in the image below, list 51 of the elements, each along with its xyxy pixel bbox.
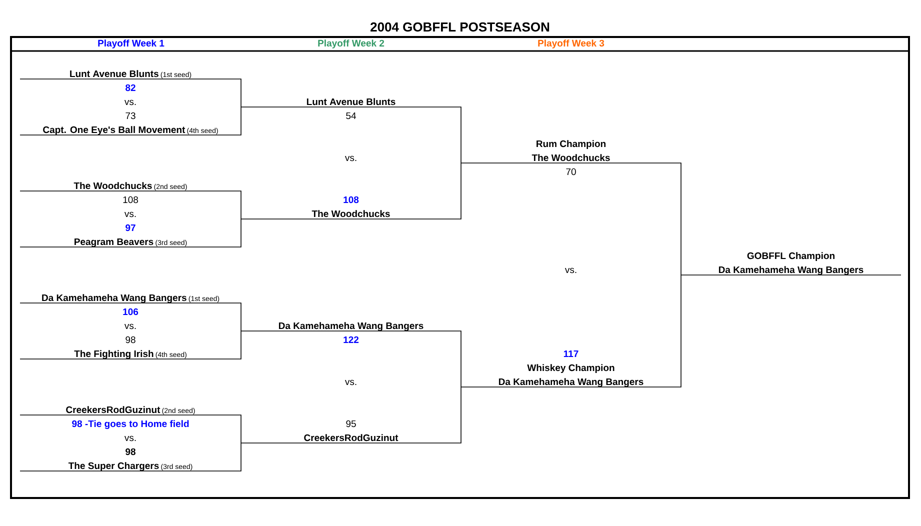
team-name: CreekersRodGuzinut (66, 406, 160, 414)
score: 108 (344, 196, 359, 204)
score: 97 (126, 224, 136, 232)
vs-label: vs. (344, 156, 356, 162)
bracket (240, 98, 462, 220)
score: vs. (124, 324, 136, 330)
score: 106 (123, 308, 138, 316)
team-name: Rum Champion (536, 140, 606, 149)
score: 98 -Tie goes to Home field (72, 420, 189, 429)
team-name: Da Kamehameha Wang Bangers (718, 266, 864, 275)
team-name: The Super Chargers (68, 462, 159, 471)
team-name: The Woodchucks (74, 182, 152, 190)
score: vs. (124, 436, 136, 442)
bracket (680, 252, 902, 276)
team-name: Da Kamehameha Wang Bangers (498, 378, 644, 387)
score: 73 (126, 112, 136, 120)
score: vs. (124, 212, 136, 218)
bracket (20, 294, 242, 360)
team-name: The Fighting Irish (74, 350, 154, 359)
team-name: Capt. One Eye's Ball Movement (43, 126, 186, 135)
score: 108 (123, 196, 138, 204)
team-name: The Woodchucks (532, 154, 610, 162)
team-name: Whiskey Champion (527, 364, 614, 373)
score: 82 (126, 84, 136, 92)
team-name: Da Kamehameha Wang Bangers (278, 322, 424, 331)
title: 2004 GOBFFL POSTSEASON (370, 22, 550, 32)
score: 117 (564, 350, 578, 357)
team-name: The Woodchucks (312, 210, 390, 218)
column-header: Playoff Week 3 (538, 40, 604, 48)
score: 98 (126, 336, 136, 344)
vs-label: 95 (346, 420, 356, 428)
team-name: CreekersRodGuzinut (304, 434, 398, 442)
bracket (20, 182, 242, 248)
bracket (20, 406, 242, 472)
team-name: Lunt Avenue Blunts (70, 70, 158, 78)
score: 54 (346, 112, 356, 120)
team-name: Lunt Avenue Blunts (306, 98, 396, 106)
column-header: Playoff Week 1 (98, 40, 164, 48)
team-name: Da Kamehameha Wang Bangers (42, 294, 186, 303)
score: vs. (124, 100, 136, 106)
team-name: Peagram Beavers (74, 238, 154, 247)
bracket (460, 140, 682, 388)
score: 70 (566, 168, 576, 176)
bracket (240, 322, 462, 444)
bracket (20, 70, 242, 136)
team-name: 98 (126, 448, 136, 456)
team-name: GOBFFL Champion (747, 252, 834, 261)
score: 122 (344, 336, 359, 343)
column-header: Playoff Week 2 (318, 40, 384, 48)
vs-label: vs. (564, 268, 576, 274)
vs-label: vs. (344, 380, 356, 386)
